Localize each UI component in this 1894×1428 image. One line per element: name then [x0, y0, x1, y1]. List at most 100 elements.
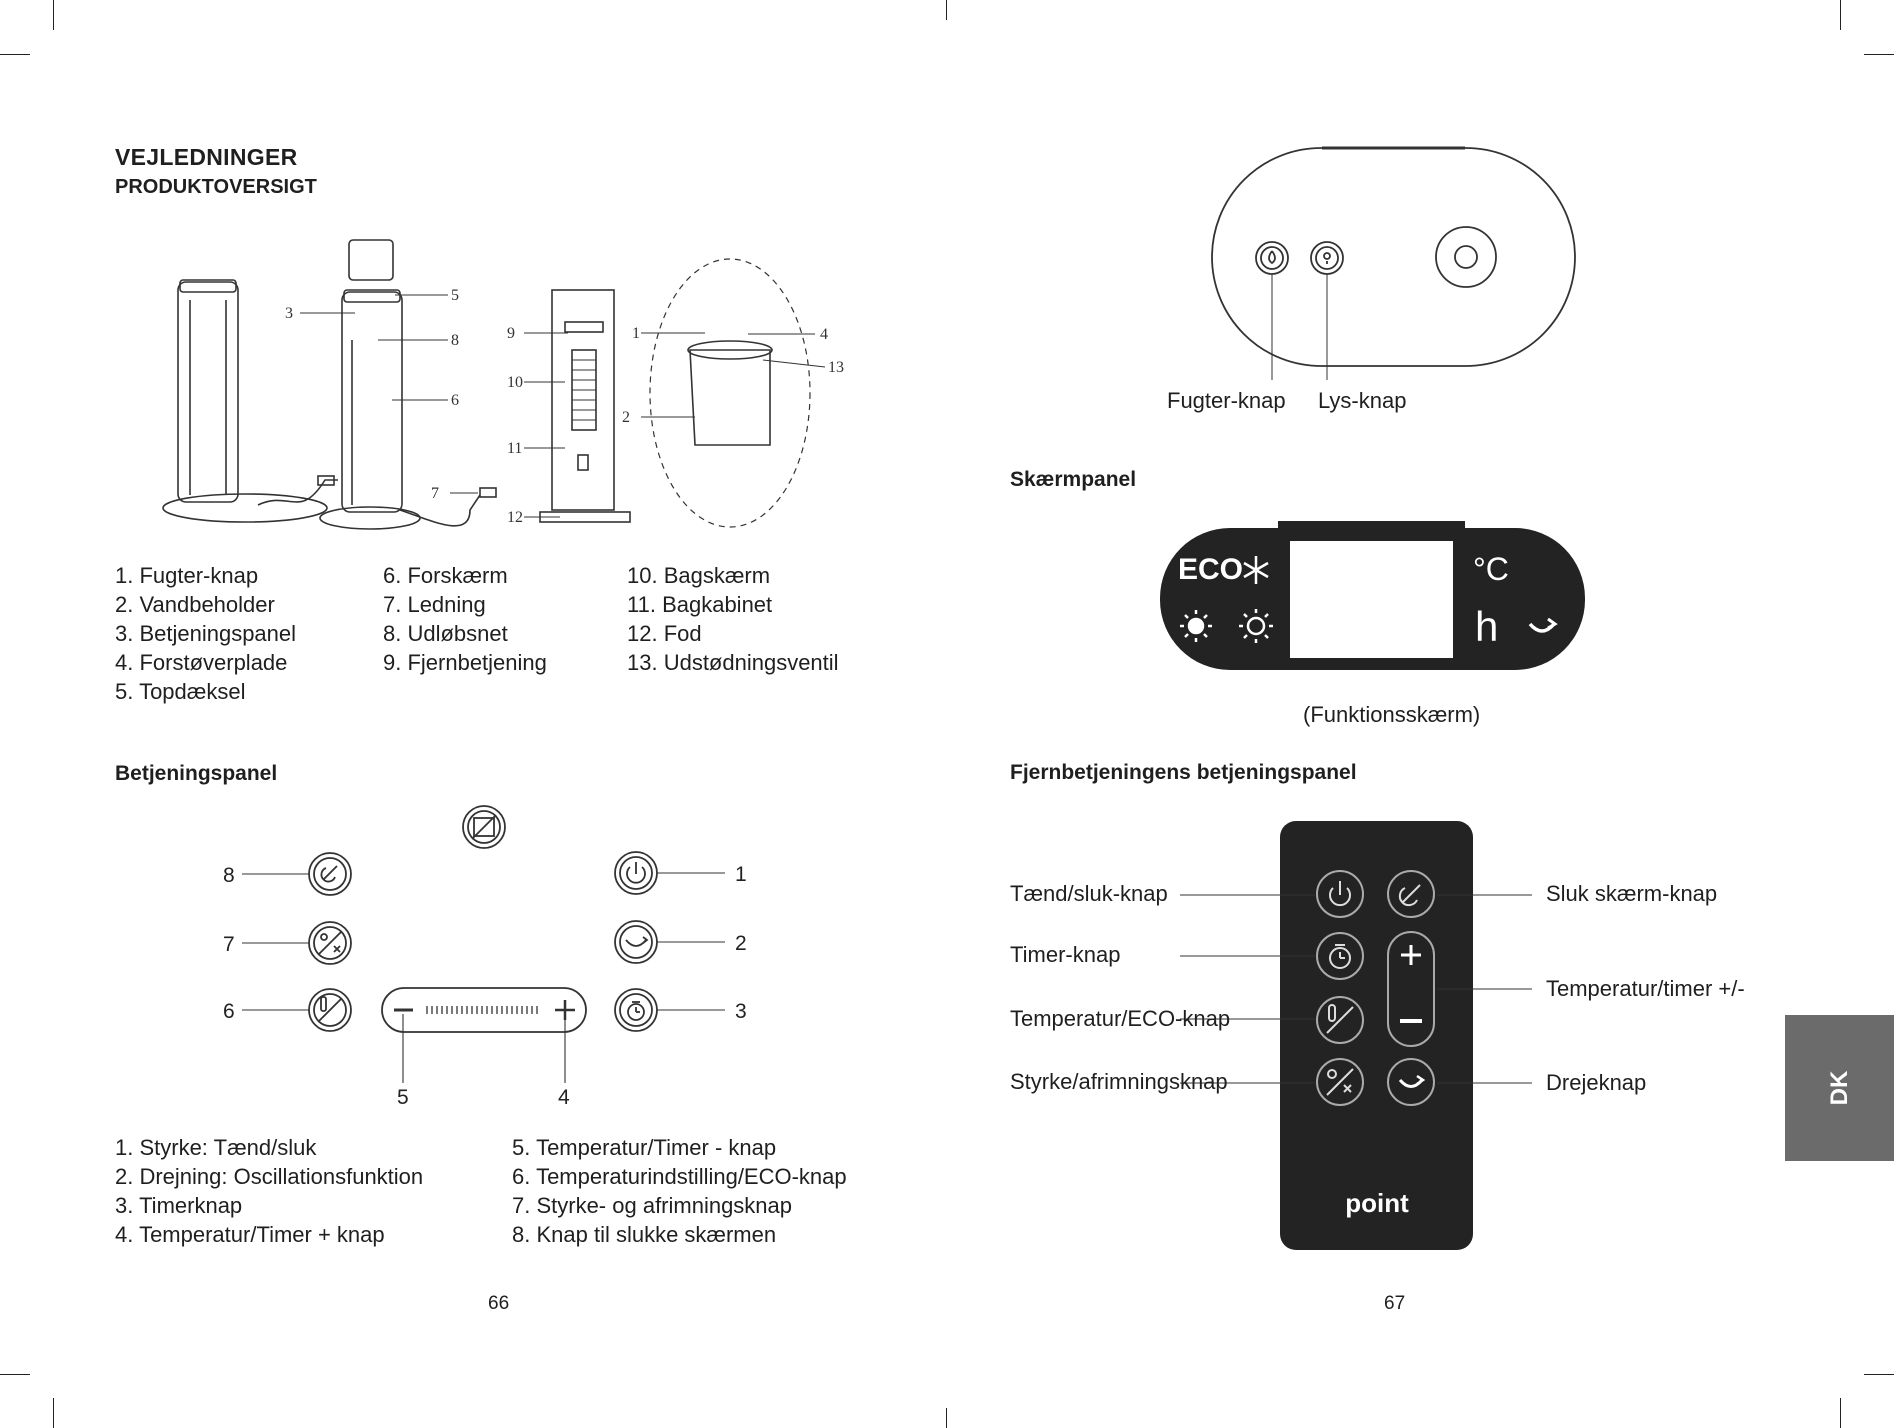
crop-mark	[53, 0, 54, 30]
page-subheading: PRODUKTOVERSIGT	[115, 176, 317, 198]
diagram-number: 1	[632, 325, 640, 342]
remote-label-temperature-eco: Temperatur/ECO-knap	[1010, 1006, 1231, 1031]
crop-mark	[53, 1398, 54, 1428]
crop-mark	[946, 1408, 947, 1428]
temperature-eco-icon	[1316, 996, 1364, 1044]
parts-item: 11. Bagkabinet	[627, 592, 773, 617]
controls-item: 5. Temperatur/Timer - knap	[512, 1135, 777, 1160]
oscillation-icon	[1528, 617, 1558, 633]
callout-number: 5	[397, 1086, 409, 1109]
timer-icon	[1316, 932, 1364, 980]
remote-label-power-defrost: Styrke/afrimningsknap	[1010, 1069, 1228, 1094]
crop-mark	[1864, 54, 1894, 55]
parts-item: 3. Betjeningspanel	[115, 621, 297, 646]
droplet-icon	[1255, 241, 1289, 275]
controls-list-col2: 5. Temperatur/Timer - knap 6. Temperatur…	[512, 1133, 847, 1249]
power-icon	[614, 851, 658, 895]
remote-control	[1280, 821, 1473, 1250]
screen-off-button-icon	[308, 852, 352, 896]
crop-mark	[0, 54, 30, 55]
parts-item: 6. Forskærm	[383, 563, 508, 588]
callout-number: 7	[223, 933, 235, 956]
power-defrost-icon	[308, 921, 352, 965]
callout-number: 4	[558, 1086, 570, 1109]
callout-number: 6	[223, 1000, 235, 1023]
parts-item: 1. Fugter-knap	[115, 563, 259, 588]
parts-item: 4. Forstøverplade	[115, 650, 288, 675]
page-number: 66	[488, 1293, 510, 1314]
controls-item: 4. Temperatur/Timer + knap	[115, 1222, 385, 1247]
language-tab-label: DK	[1825, 1070, 1853, 1106]
parts-item: 8. Udløbsnet	[383, 621, 508, 646]
diagram-number: 6	[451, 392, 459, 409]
brand-logo: point	[1345, 1188, 1409, 1218]
page-number: 67	[1384, 1293, 1406, 1314]
diagram-number: 13	[828, 359, 844, 376]
light-icon	[1310, 241, 1344, 275]
diagram-number: 12	[507, 509, 523, 526]
diagram-number: 10	[507, 374, 523, 391]
remote-label-power: Tænd/sluk-knap	[1010, 881, 1168, 906]
oscillation-icon	[1387, 1058, 1435, 1106]
callout-number: 2	[735, 932, 747, 955]
callout-number: 3	[735, 1000, 747, 1023]
parts-list-col3: 10. Bagskærm 11. Bagkabinet 12. Fod 13. …	[627, 561, 839, 677]
temperature-eco-icon	[308, 988, 352, 1032]
crop-mark	[1864, 1374, 1894, 1375]
crop-mark	[946, 0, 947, 20]
light-button-label: Lys-knap	[1318, 388, 1407, 413]
diagram-number: 5	[451, 287, 459, 304]
parts-item: 10. Bagskærm	[627, 563, 771, 588]
timer-icon	[614, 988, 658, 1032]
controls-list-col1: 1. Styrke: Tænd/sluk 2. Drejning: Oscill…	[115, 1133, 423, 1249]
controls-item: 1. Styrke: Tænd/sluk	[115, 1135, 317, 1160]
controls-item: 7. Styrke- og afrimningsknap	[512, 1193, 793, 1218]
remote-label-screen-off: Sluk skærm-knap	[1546, 881, 1718, 906]
crop-mark	[1840, 1398, 1841, 1428]
parts-list-col2: 6. Forskærm 7. Ledning 8. Udløbsnet 9. F…	[383, 561, 547, 677]
power-defrost-icon	[1316, 1058, 1364, 1106]
control-panel-title: Betjeningspanel	[115, 762, 278, 785]
controls-item: 3. Timerknap	[115, 1193, 243, 1218]
display-icons	[1180, 556, 1558, 643]
diagram-number: 2	[622, 409, 630, 426]
diagram-number: 8	[451, 332, 459, 349]
controls-item: 2. Drejning: Oscillationsfunktion	[115, 1164, 424, 1189]
language-tab: DK	[1785, 1015, 1894, 1161]
crop-mark	[0, 1374, 30, 1375]
product-overview-diagram: 1 2 3 4 5 6 7 8 9 10 11 12 13	[162, 239, 844, 530]
celsius-label: °C	[1473, 551, 1509, 587]
parts-item: 13. Udstødningsventil	[627, 650, 839, 675]
controls-item: 6. Temperaturindstilling/ECO-knap	[512, 1164, 847, 1189]
remote-label-timer: Timer-knap	[1010, 942, 1121, 967]
oscillation-icon	[614, 920, 658, 964]
display-caption: (Funktionsskærm)	[1303, 702, 1481, 727]
controls-item: 8. Knap til slukke skærmen	[512, 1222, 777, 1247]
page-heading: VEJLEDNINGER	[115, 144, 298, 170]
display-screen	[1290, 541, 1453, 658]
parts-item: 2. Vandbeholder	[115, 592, 275, 617]
sun-outline-icon	[1239, 609, 1273, 643]
top-panel-diagram	[1211, 146, 1576, 380]
remote-panel-title: Fjernbetjeningens betjeningspanel	[1010, 761, 1357, 784]
parts-list-col1: 1. Fugter-knap 2. Vandbeholder 3. Betjen…	[115, 561, 296, 706]
diagram-number: 11	[507, 440, 522, 457]
humidifier-button-label: Fugter-knap	[1167, 388, 1286, 413]
crop-mark	[1840, 0, 1841, 30]
remote-label-oscillation: Drejeknap	[1546, 1070, 1647, 1095]
display-panel-title: Skærmpanel	[1010, 468, 1137, 491]
diagram-number: 7	[431, 485, 439, 502]
parts-item: 7. Ledning	[383, 592, 486, 617]
parts-item: 12. Fod	[627, 621, 702, 646]
parts-item: 9. Fjernbetjening	[383, 650, 547, 675]
eco-label: ECO	[1178, 553, 1244, 586]
control-panel-diagram: 8 7 6 1 2 3 5 4	[223, 805, 747, 1109]
diagram-number: 4	[820, 326, 828, 343]
screen-off-icon	[462, 805, 506, 849]
diagram-number: 3	[285, 305, 293, 322]
hours-label: h	[1475, 603, 1499, 650]
screen-off-icon	[1387, 870, 1435, 918]
remote-buttons	[1180, 870, 1532, 1106]
remote-label-temp-timer: Temperatur/timer +/-	[1546, 976, 1745, 1001]
diagram-number: 9	[507, 325, 515, 342]
